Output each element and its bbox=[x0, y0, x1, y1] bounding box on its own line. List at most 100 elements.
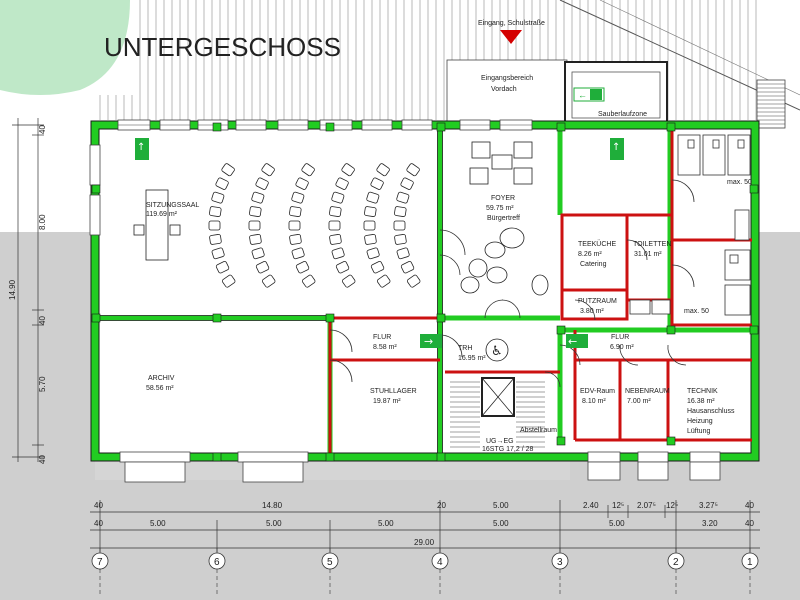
dim-label: 2.07⁵ bbox=[637, 501, 656, 510]
dim-label: 2.40 bbox=[583, 501, 599, 510]
room-area: 3.80 m² bbox=[580, 308, 604, 315]
lawn-area bbox=[0, 0, 130, 95]
dim-label: 40 bbox=[38, 316, 47, 325]
axis-marker: 6 bbox=[208, 548, 226, 596]
axis-label: 6 bbox=[214, 557, 220, 568]
exit-sign-icon: ↑ bbox=[135, 138, 149, 160]
room-teekueche: TEEKÜCHE 8.26 m² Catering bbox=[578, 240, 616, 268]
axis-marker: 3 bbox=[551, 548, 569, 596]
dim-label: 20 bbox=[437, 501, 446, 510]
room-flur-right: FLUR 6.90 m² bbox=[610, 334, 634, 351]
svg-text:♿: ♿ bbox=[491, 344, 503, 359]
svg-text:←: ← bbox=[568, 335, 577, 348]
room-area: 119.69 m² bbox=[146, 211, 178, 218]
room-sub: Hausanschluss bbox=[687, 408, 735, 415]
building-floor bbox=[95, 125, 755, 457]
svg-text:→: → bbox=[424, 335, 433, 348]
axis-label: 2 bbox=[673, 557, 679, 568]
room-archiv: ARCHIV 58.56 m² bbox=[146, 375, 175, 392]
interior-walls-red bbox=[328, 128, 752, 454]
room-name: FLUR bbox=[373, 334, 391, 341]
canopy-line1: Eingangsbereich bbox=[481, 75, 533, 82]
room-sub: Catering bbox=[580, 261, 607, 268]
dim-label: 40 bbox=[745, 501, 754, 510]
presidium-table bbox=[133, 189, 181, 261]
axis-label: 5 bbox=[327, 557, 333, 568]
room-sub: Lüftung bbox=[687, 428, 710, 435]
axis-marker: 1 bbox=[741, 548, 759, 596]
room-area: 59.75 m² bbox=[486, 205, 514, 212]
room-flur-left: FLUR 8.58 m² bbox=[373, 334, 397, 351]
column-markers bbox=[91, 122, 759, 462]
room-area: 16.38 m² bbox=[687, 398, 715, 405]
room-area: 7.00 m² bbox=[627, 398, 651, 405]
axis-marker: 4 bbox=[431, 548, 449, 596]
room-name: NEBENRAUM bbox=[625, 388, 670, 395]
room-area: 8.10 m² bbox=[582, 398, 606, 405]
exit-sign-icon: → bbox=[420, 334, 442, 348]
room-trh: TRH 16.95 m² bbox=[458, 345, 486, 362]
boundary-line bbox=[599, 0, 800, 96]
room-stuhllager: STUHLLAGER 19.87 m² bbox=[370, 388, 417, 405]
room-abstellraum-name: Abstellraum bbox=[520, 427, 557, 434]
dim-label: 5.00 bbox=[266, 519, 282, 528]
axis-label: 4 bbox=[437, 557, 443, 568]
axis-marker: 7 bbox=[91, 548, 109, 596]
stair-core bbox=[450, 377, 545, 448]
mat-label: Sauberlaufzone bbox=[598, 111, 647, 118]
dim-label: 5.00 bbox=[150, 519, 166, 528]
windows-top bbox=[117, 119, 533, 131]
stair-note-line1: UG→EG bbox=[486, 438, 514, 445]
room-name: FLUR bbox=[611, 334, 629, 341]
axis-markers: 7 6 5 4 3 2 1 bbox=[91, 548, 759, 596]
dim-label: 5.00 bbox=[493, 501, 509, 510]
room-sitzungssaal: SITZUNGSSAAL 119.69 m² bbox=[146, 202, 199, 218]
exterior-stair bbox=[756, 79, 786, 129]
toilet-stalls bbox=[629, 134, 751, 316]
room-sub: Bürgertreff bbox=[487, 215, 520, 222]
svg-text:↑: ↑ bbox=[612, 142, 620, 153]
dim-label: 5.70 bbox=[38, 376, 47, 392]
stair-note-line2: 16STG 17,2 / 28 bbox=[482, 446, 533, 453]
room-area: 16.95 m² bbox=[458, 355, 486, 362]
room-name: SITZUNGSSAAL bbox=[146, 202, 199, 209]
left-dimension-chain bbox=[12, 118, 44, 462]
dim-label: 5.00 bbox=[609, 519, 625, 528]
room-name: PUTZRAUM bbox=[578, 298, 617, 305]
dim-label: 40 bbox=[38, 455, 47, 464]
room-putzraum: PUTZRAUM 3.80 m² bbox=[578, 298, 617, 315]
svg-text:←: ← bbox=[578, 90, 587, 100]
dim-label: 12⁵ bbox=[612, 501, 624, 510]
room-foyer: FOYER 59.75 m² Bürgertreff bbox=[486, 195, 520, 222]
room-nebenraum: NEBENRAUM 7.00 m² bbox=[625, 388, 670, 405]
dim-label: 12⁵ bbox=[666, 501, 678, 510]
axis-marker: 2 bbox=[667, 548, 685, 596]
room-name: TECHNIK bbox=[687, 388, 718, 395]
exit-sign-icon: ← bbox=[573, 87, 605, 102]
room-technik: TECHNIK 16.38 m² Hausanschluss Heizung L… bbox=[687, 388, 735, 435]
room-name: EDV-Raum bbox=[580, 388, 615, 395]
dim-total: 29.00 bbox=[414, 538, 435, 547]
dim-label: 40 bbox=[94, 501, 103, 510]
plan-title: UNTERGESCHOSS bbox=[104, 32, 341, 62]
canopy-outline bbox=[446, 59, 568, 129]
dim-label: 3.27⁵ bbox=[699, 501, 718, 510]
axis-label: 1 bbox=[747, 557, 753, 568]
wc-note-upper: max. 50 bbox=[727, 179, 752, 186]
exit-sign-icon: ← bbox=[566, 334, 588, 348]
room-area: 8.58 m² bbox=[373, 344, 397, 351]
room-area: 31.01 m² bbox=[634, 251, 662, 258]
room-toiletten: TOILETTEN 31.01 m² bbox=[633, 241, 671, 258]
room-area: 58.56 m² bbox=[146, 385, 174, 392]
dim-label: 5.00 bbox=[493, 519, 509, 528]
dim-label: 8.00 bbox=[38, 214, 47, 230]
room-edv: EDV-Raum 8.10 m² bbox=[580, 388, 615, 405]
door-swings bbox=[329, 179, 695, 388]
hall-seating bbox=[208, 163, 421, 288]
room-area: 19.87 m² bbox=[373, 398, 401, 405]
dim-label: 40 bbox=[745, 519, 754, 528]
exit-sign-icon: ↑ bbox=[610, 138, 624, 160]
foyer-furniture bbox=[460, 141, 549, 296]
entrance-label: Eingang, Schulstraße bbox=[478, 20, 545, 27]
